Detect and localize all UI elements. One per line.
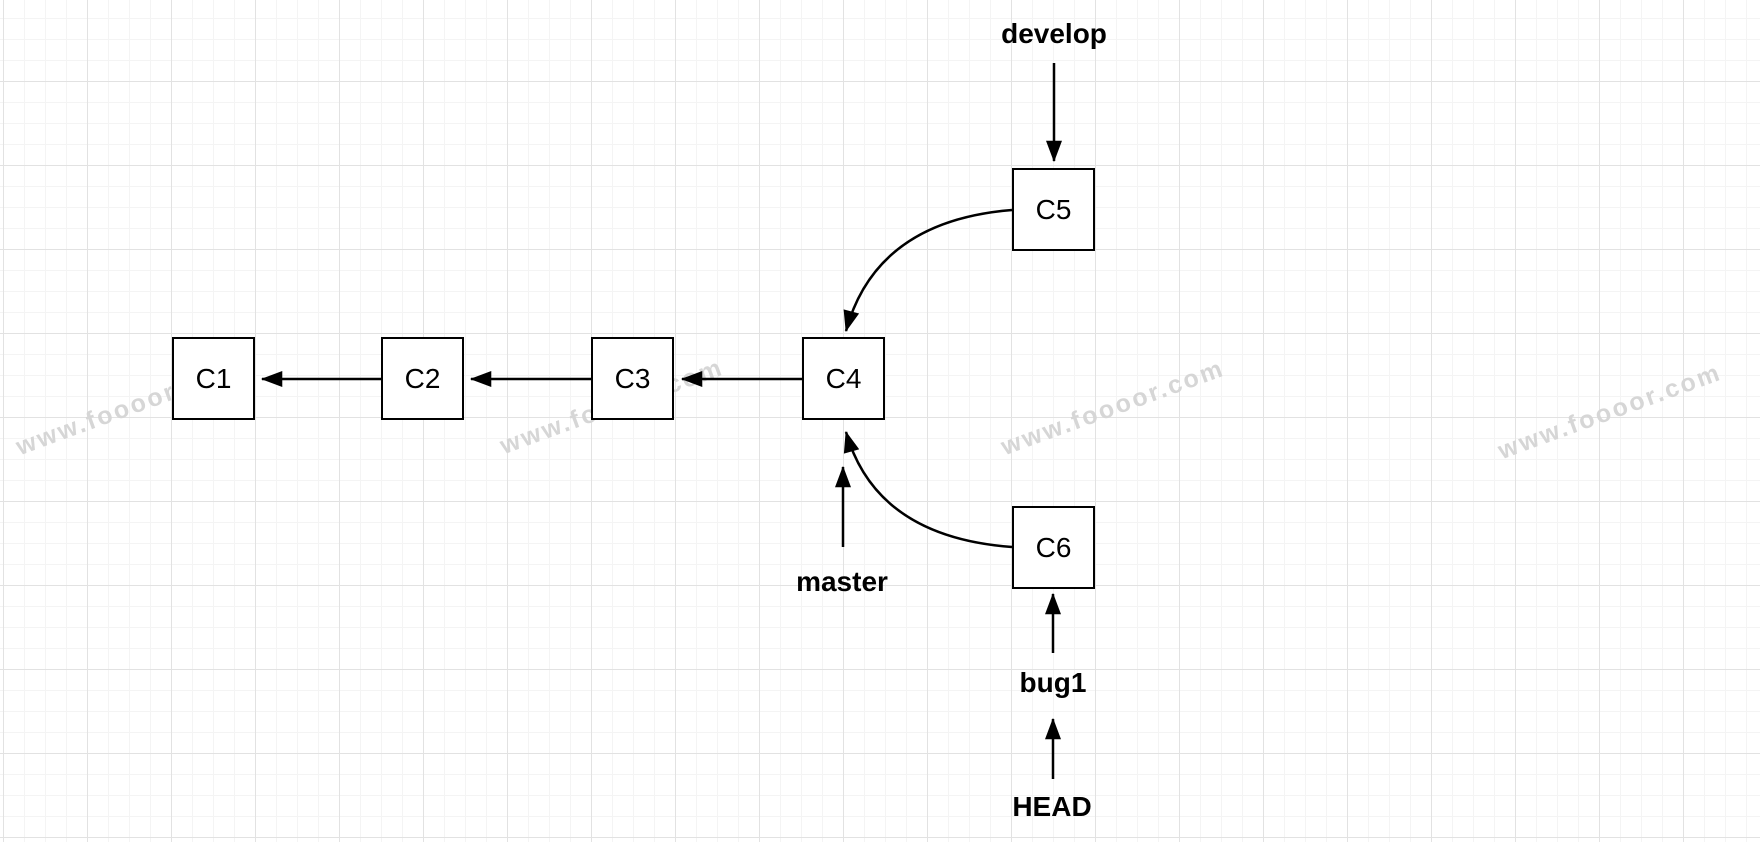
commit-node-c5[interactable]: C5 xyxy=(1012,168,1095,251)
commit-node-label: C4 xyxy=(825,362,862,394)
commit-node-label: C5 xyxy=(1035,193,1072,225)
commit-node-label: C6 xyxy=(1035,531,1072,563)
commit-node-c2[interactable]: C2 xyxy=(381,337,464,420)
commit-node-c4[interactable]: C4 xyxy=(802,337,885,420)
commit-node-label: C1 xyxy=(195,362,232,394)
branch-label-bug1: bug1 xyxy=(1019,667,1087,698)
commit-node-label: C2 xyxy=(404,362,441,394)
edge-c6-to-c4 xyxy=(843,430,1013,549)
commit-node-c3[interactable]: C3 xyxy=(591,337,674,420)
commit-node-c1[interactable]: C1 xyxy=(172,337,255,420)
commit-node-c6[interactable]: C6 xyxy=(1012,506,1095,589)
commit-node-label: C3 xyxy=(614,362,651,394)
edge-c5-to-c4 xyxy=(843,208,1013,333)
branch-label-master: master xyxy=(796,566,888,597)
branch-label-head: HEAD xyxy=(1012,791,1092,822)
branch-label-develop: develop xyxy=(1001,18,1107,49)
